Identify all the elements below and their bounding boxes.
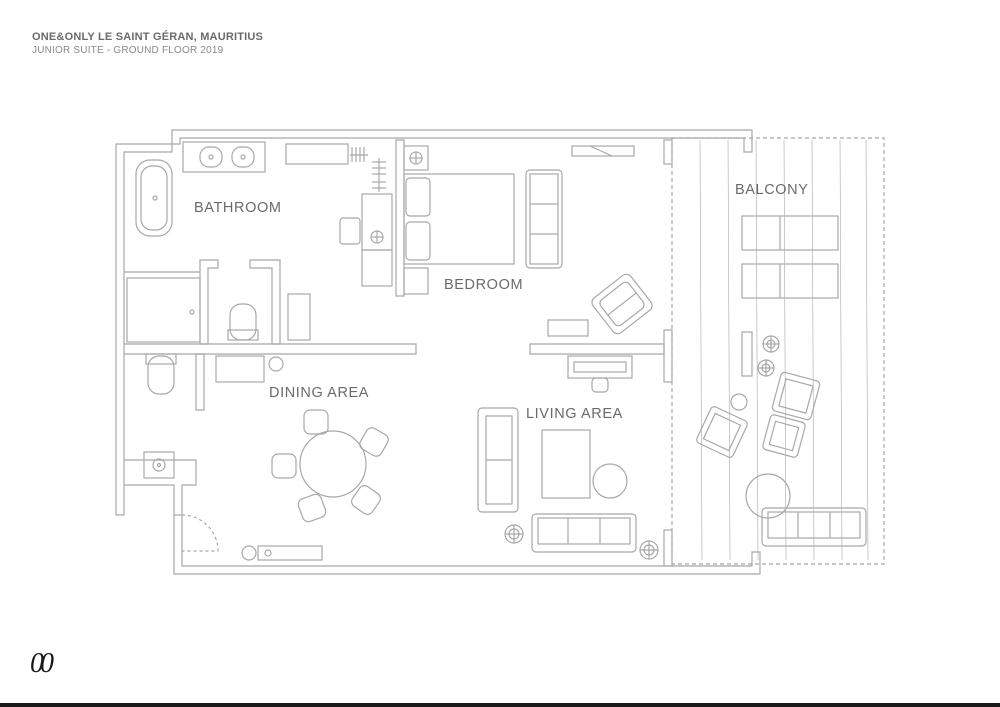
entry-console xyxy=(241,545,323,561)
guest-basin xyxy=(143,451,175,479)
interior-walls xyxy=(124,139,665,515)
dining-lamp xyxy=(268,356,284,372)
balcony-side-table xyxy=(730,393,748,411)
bed xyxy=(403,173,515,265)
bedroom-bench xyxy=(525,169,563,269)
nightstand-top xyxy=(403,145,429,171)
exterior-walls xyxy=(115,129,761,575)
entry-door-swing xyxy=(181,514,219,552)
nightstand-bottom xyxy=(403,267,429,295)
room-label-bathroom: BATHROOM xyxy=(194,200,282,216)
dining-sideboard xyxy=(215,355,265,383)
coffee-table xyxy=(541,429,591,499)
room-label-bedroom: BEDROOM xyxy=(444,277,523,293)
balcony-deck xyxy=(671,137,885,565)
bottom-rule xyxy=(0,703,1000,707)
plan-subtitle: JUNIOR SUITE - GROUND FLOOR 2019 xyxy=(32,45,224,56)
floor-lamp-right xyxy=(639,540,659,560)
living-sofa-bottom xyxy=(531,513,637,553)
bedroom-ottoman xyxy=(547,319,589,337)
balcony-chair-mid xyxy=(762,414,806,458)
sun-lounger-bottom xyxy=(741,263,839,299)
floor-lamp-left xyxy=(504,524,524,544)
living-sofa-left xyxy=(477,407,519,513)
balcony-planter xyxy=(741,331,753,377)
bedroom-lounge-chair xyxy=(591,273,653,335)
plan-title: ONE&ONLY LE SAINT GÉRAN, MAURITIUS xyxy=(32,31,264,43)
wardrobe-rail xyxy=(285,143,386,192)
room-label-dining: DINING AREA xyxy=(269,385,369,401)
shower xyxy=(126,277,201,343)
sun-lounger-top xyxy=(741,215,839,251)
one-and-only-logo-icon: 00 xyxy=(30,648,54,679)
desk xyxy=(567,355,633,393)
room-label-balcony: BALCONY xyxy=(735,182,809,198)
balcony-chair-top xyxy=(771,371,821,421)
bedroom-tv-console xyxy=(571,145,635,157)
toilet-upper xyxy=(227,303,259,341)
bathroom-cabinet xyxy=(287,293,311,341)
balcony-lamp-bottom xyxy=(757,359,775,377)
balcony-sofa xyxy=(761,507,867,547)
double-vanity xyxy=(182,141,266,173)
dining-table xyxy=(271,409,389,523)
living-side-table xyxy=(592,463,628,499)
balcony-round-table xyxy=(745,473,791,519)
balcony-lamp-top xyxy=(762,335,780,353)
balcony-chair-left xyxy=(696,406,748,458)
wardrobe xyxy=(361,193,393,287)
toilet-lower xyxy=(145,353,177,395)
room-label-living: LIVING AREA xyxy=(526,406,623,422)
bathtub xyxy=(135,159,173,237)
vanity-stool xyxy=(339,217,361,245)
